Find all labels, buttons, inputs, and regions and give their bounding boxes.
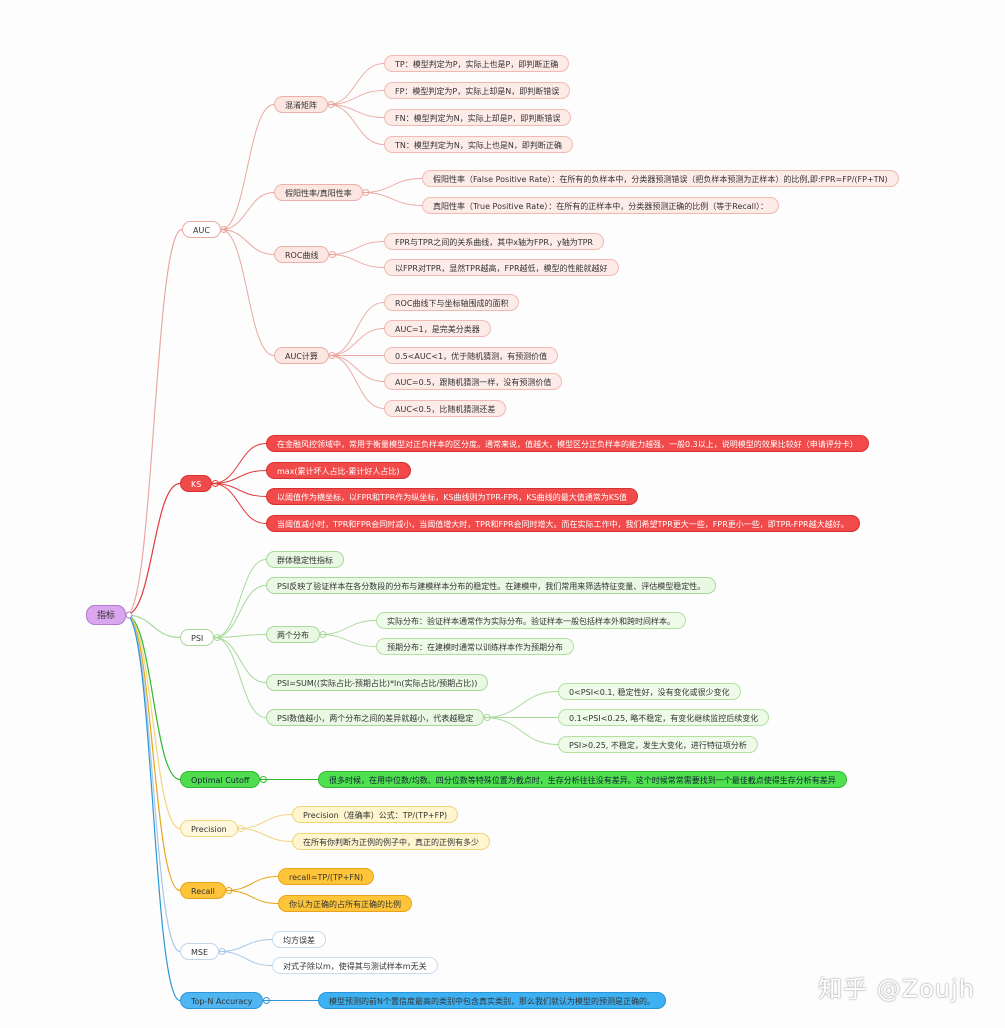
leaf-recall-formula[interactable]: recall=TP/(TP+FN)	[278, 868, 375, 885]
edge-root-b7	[125, 614, 181, 1002]
node-auc-calc[interactable]: AUC计算	[274, 347, 329, 364]
edge-root-b6	[125, 614, 181, 953]
branch-auc[interactable]: AUC	[182, 221, 221, 238]
node-psi-reflects[interactable]: PSI反映了验证样本在各分数段的分布与建模样本分布的稳定性。在建模中，我们常用来…	[266, 577, 717, 594]
leaf-roc-performance[interactable]: 以FPR对TPR，显然TPR越高，FPR越低，模型的性能就越好	[384, 259, 619, 276]
edge-b1-b1l0	[212, 443, 267, 484]
node-fpr-tpr[interactable]: 假阳性率/真阳性率	[274, 184, 363, 201]
edge-b0c0-b0c0l0	[327, 63, 385, 105]
edge-root-b1	[125, 482, 181, 616]
edge-root-b4	[125, 614, 181, 830]
edge-root-b2	[126, 614, 181, 639]
edge-b0c0-b0c0l3	[327, 104, 385, 145]
leaf-ks-max[interactable]: max(累计坏人占比-累计好人占比)	[266, 462, 411, 479]
leaf-expected-distribution[interactable]: 预期分布：在建模时通常以训练样本作为预期分布	[376, 638, 574, 655]
edge-root-b0	[125, 228, 183, 616]
edge-b4-b4l0	[237, 814, 293, 829]
leaf-auc-below[interactable]: AUC<0.5，比随机猜测还差	[384, 400, 507, 417]
leaf-tn[interactable]: TN：模型判定为N，实际上也是N，即判断正确	[384, 136, 573, 153]
leaf-auc-between[interactable]: 0.5<AUC<1，优于随机猜测，有预测价值	[384, 347, 559, 364]
leaf-ks-curve[interactable]: 以阈值作为横坐标，以FPR和TPR作为纵坐标，KS曲线则为TPR-FPR，KS曲…	[266, 488, 639, 505]
collapse-toggle[interactable]	[125, 611, 133, 619]
node-psi-group[interactable]: 群体稳定性指标	[266, 551, 344, 568]
edge-b2c4-b2c4l2	[484, 717, 559, 745]
edge-b0-b0c2	[220, 229, 275, 255]
leaf-fn[interactable]: FN：模型判定为N，实际上却是P，即判断错误	[384, 109, 572, 126]
leaf-optimal-cutoff[interactable]: 很多时候，在用中位数/均数、四分位数等特殊位置为截点时，生存分析往往没有差异。这…	[318, 771, 847, 788]
node-confusion-matrix[interactable]: 混淆矩阵	[274, 96, 328, 113]
leaf-top-n-meaning[interactable]: 模型预测的前N个置信度最高的类别中包含真实类别，那么我们就认为模型的预测是正确的…	[318, 992, 666, 1009]
edge-b0-b0c0	[220, 104, 275, 230]
leaf-auc-1[interactable]: AUC=1，是完美分类器	[384, 320, 491, 337]
edge-b0c3-b0c3l4	[328, 355, 385, 409]
edge-b0-b0c3	[220, 229, 275, 356]
edge-b0c0-b0c0l1	[327, 90, 385, 105]
edge-b6-b6l0	[219, 939, 273, 952]
edge-b2-b2c3	[214, 637, 267, 683]
edge-b4-b4l1	[237, 828, 293, 842]
branch-recall[interactable]: Recall	[180, 882, 226, 899]
edge-root-b5	[125, 614, 181, 892]
edge-b1-b1l2	[212, 483, 267, 497]
node-psi-formula[interactable]: PSI=SUM((实际占比-预期占比)*ln(实际占比/预期占比))	[266, 674, 489, 691]
leaf-auc-half[interactable]: AUC=0.5，跟随机猜测一样，没有预测价值	[384, 373, 563, 390]
edge-root-b3	[125, 614, 181, 781]
branch-ks[interactable]: KS	[180, 475, 213, 492]
edge-b0c3-b0c3l1	[328, 328, 385, 356]
branch-psi[interactable]: PSI	[180, 629, 215, 646]
branch-top-n-accuracy[interactable]: Top-N Accuracy	[180, 992, 264, 1009]
leaf-tp[interactable]: TP：模型判定为P，实际上也是P，即判断正确	[384, 55, 570, 72]
root-node[interactable]: 指标	[86, 605, 127, 625]
edge-b2-b2c2	[214, 634, 267, 638]
leaf-auc-area[interactable]: ROC曲线下与坐标轴围成的面积	[384, 294, 520, 311]
leaf-ks-threshold[interactable]: 当阈值减小时，TPR和FPR会同时减小，当阈值增大时，TPR和FPR会同时增大。…	[266, 515, 860, 532]
edge-b2-b2c4	[214, 637, 267, 718]
leaf-psi-slight[interactable]: 0.1<PSI<0.25, 略不稳定，有变化继续监控后续变化	[558, 709, 770, 726]
edge-b2c2-b2c2l0	[319, 620, 377, 635]
edge-b0c2-b0c2l0	[329, 241, 385, 255]
branch-mse[interactable]: MSE	[180, 943, 220, 960]
node-two-distributions[interactable]: 两个分布	[266, 626, 320, 643]
edge-b1-b1l1	[212, 470, 267, 484]
edge-b2-b2c0	[214, 559, 267, 638]
branch-precision[interactable]: Precision	[180, 820, 238, 837]
edge-b0c2-b0c2l1	[329, 254, 385, 268]
leaf-fpr-definition[interactable]: 假阳性率（False Positive Rate）：在所有的负样本中，分类器预测…	[422, 170, 899, 187]
edge-b6-b6l1	[219, 951, 273, 966]
edge-b1-b1l3	[212, 483, 267, 524]
zhihu-watermark: 知乎 @Zoujh	[818, 975, 975, 1003]
edge-b2c4-b2c4l0	[484, 691, 559, 718]
edge-b0c3-b0c3l0	[328, 302, 385, 356]
edge-b0c1-b0c1l0	[362, 178, 423, 193]
leaf-mse-divide[interactable]: 对式子除以m，使得其与测试样本m无关	[272, 957, 438, 974]
edge-b5-b5l0	[225, 876, 279, 891]
node-roc-curve[interactable]: ROC曲线	[274, 246, 330, 263]
edge-b0-b0c1	[220, 192, 275, 230]
leaf-psi-unstable[interactable]: PSI>0.25, 不稳定，发生大变化，进行特征项分析	[558, 736, 758, 753]
leaf-mse-name[interactable]: 均方误差	[272, 931, 326, 948]
leaf-roc-axes[interactable]: FPR与TPR之间的关系曲线，其中x轴为FPR，y轴为TPR	[384, 233, 604, 250]
leaf-tpr-definition[interactable]: 真阳性率（True Positive Rate）：在所有的正样本中，分类器预测正…	[422, 197, 780, 214]
edge-b5-b5l1	[225, 890, 279, 904]
leaf-precision-meaning[interactable]: 在所有你判断为正例的例子中，真正的正例有多少	[292, 833, 490, 850]
leaf-fp[interactable]: FP：模型判定为P，实际上却是N，即判断错误	[384, 82, 571, 99]
edge-b0c3-b0c3l3	[328, 355, 385, 382]
leaf-psi-stable[interactable]: 0<PSI<0.1, 稳定性好，没有变化或很少变化	[558, 683, 741, 700]
leaf-precision-formula[interactable]: Precision（准确率）公式：TP/(TP+FP)	[292, 806, 459, 823]
edge-b0c1-b0c1l1	[362, 192, 423, 206]
edge-b0c0-b0c0l2	[327, 104, 385, 118]
branch-optimal-cutoff[interactable]: Optimal Cutoff	[180, 771, 261, 788]
leaf-recall-meaning[interactable]: 你认为正确的占所有正确的比例	[278, 895, 412, 912]
edge-b2c2-b2c2l1	[319, 634, 377, 647]
node-psi-smaller[interactable]: PSI数值越小，两个分布之间的差异就越小，代表越稳定	[266, 709, 485, 726]
leaf-ks-definition[interactable]: 在金融风控领域中，常用于衡量模型对正负样本的区分度。通常来说，值越大，模型区分正…	[266, 435, 869, 452]
edge-b2-b2c1	[214, 585, 267, 638]
leaf-actual-distribution[interactable]: 实际分布：验证样本通常作为实际分布。验证样本一般包括样本外和跨时间样本。	[376, 612, 686, 629]
